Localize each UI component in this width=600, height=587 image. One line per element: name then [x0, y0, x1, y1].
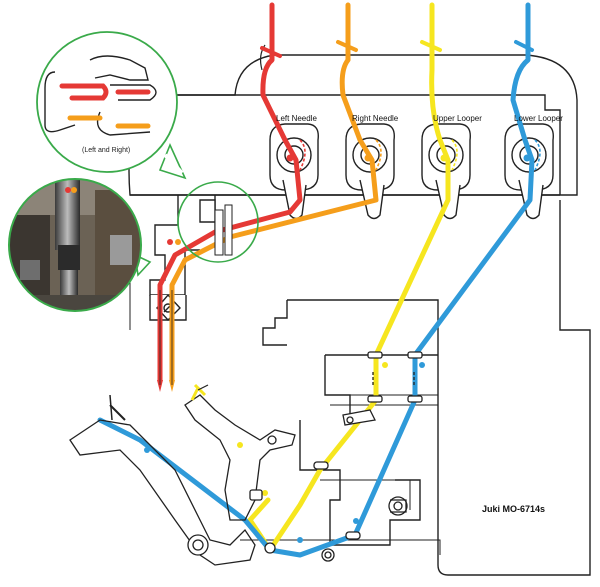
- label-left-needle: Left Needle: [276, 114, 317, 123]
- photo-inset: [8, 178, 152, 312]
- top-thread-guides: [260, 40, 534, 58]
- upper-looper-arm: [184, 383, 335, 562]
- zoom-ring-guides: [177, 181, 259, 263]
- label-right-needle: Right Needle: [352, 114, 399, 123]
- dial-dashes: [299, 139, 541, 171]
- callout-label: (Left and Right): [82, 147, 130, 154]
- thread-paths: [97, 2, 535, 558]
- looper-eyelets: [313, 351, 423, 540]
- dial-dots: [144, 154, 531, 543]
- thread-lower-looper: [97, 2, 535, 558]
- thread-labels: Left Needle Right Needle Upper Looper Lo…: [276, 114, 563, 123]
- lower-looper-arm: [69, 394, 256, 566]
- callout-bubble: (Left and Right): [36, 31, 187, 180]
- needles: [157, 290, 175, 392]
- label-lower-looper: Lower Looper: [514, 114, 563, 123]
- label-upper-looper: Upper Looper: [433, 114, 482, 123]
- model-label: Juki MO-6714s: [482, 504, 545, 514]
